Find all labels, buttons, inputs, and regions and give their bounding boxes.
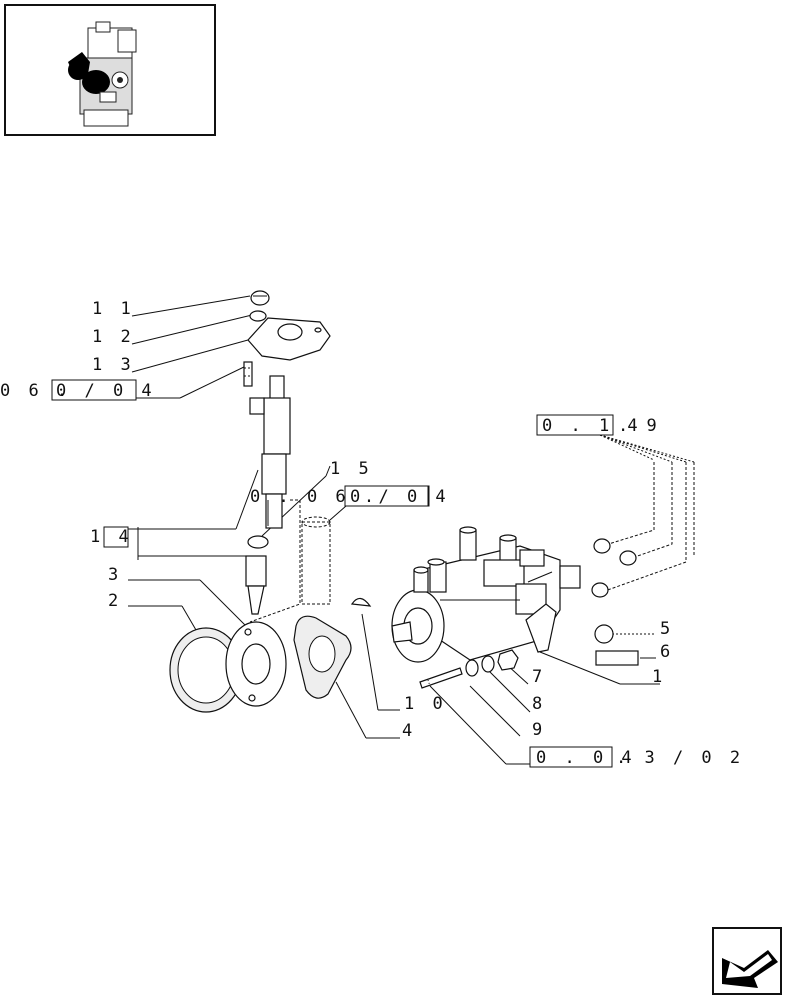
part-stud [243,361,253,387]
engine-thumbnail-icon[interactable] [4,4,216,136]
part-7-nut [497,649,519,671]
callout-6: 6 [660,642,674,662]
part-6-tube [595,650,639,666]
part-13-clamp [247,317,331,361]
part-5-cap [594,624,614,644]
ref-injector-box[interactable]: 0 / 0 4 [56,381,156,401]
callout-7: 7 [532,667,546,687]
ref-pump-suffix: . 3 / 0 2 [616,748,744,768]
part-delivery-pipes-dashed [591,462,695,598]
part-2-gasket [169,627,243,713]
part-1-injection-pump [391,526,581,663]
callout-8: 8 [532,694,546,714]
part-15-o-ring [247,535,269,549]
ref-injector-prefix: 0 6 . [0,381,71,401]
callout-12: 1 2 [92,327,135,347]
part-10-key [350,597,372,607]
ref-seal-box[interactable]: 0 / 0 4 [350,487,450,507]
callout-9: 9 [532,720,546,740]
callout-14: 1 4 [90,527,133,547]
callout-11: 1 1 [92,299,135,319]
callout-3: 3 [108,565,122,585]
callout-1: 1 [652,667,666,687]
ref-pump-box[interactable]: 0 . 0 4 [536,748,636,768]
part-12-washer [249,310,267,322]
part-11-nut [250,290,270,306]
leader-lines [128,295,695,765]
callout-10: 1 0 [404,694,447,714]
part-4-triangular-gasket [293,615,352,699]
next-page-arrow-icon[interactable] [712,927,782,995]
callout-15: 1 5 [330,459,373,479]
part-8-washer [465,659,479,677]
part-8-washer-b [481,655,495,673]
part-nozzle [245,555,267,615]
ref-pipes-suffix: . 9 [618,416,661,436]
callout-2: 2 [108,591,122,611]
callout-5: 5 [660,619,674,639]
part-sleeve-dashed [301,516,331,605]
ref-pipes-box[interactable]: 0 . 1 4 [542,416,642,436]
part-3-flange [225,621,287,707]
callout-13: 1 3 [92,355,135,375]
part-9-stud [419,667,463,689]
callout-4: 4 [402,721,416,741]
part-14-injector [249,375,291,529]
guide-dashed [249,499,301,623]
